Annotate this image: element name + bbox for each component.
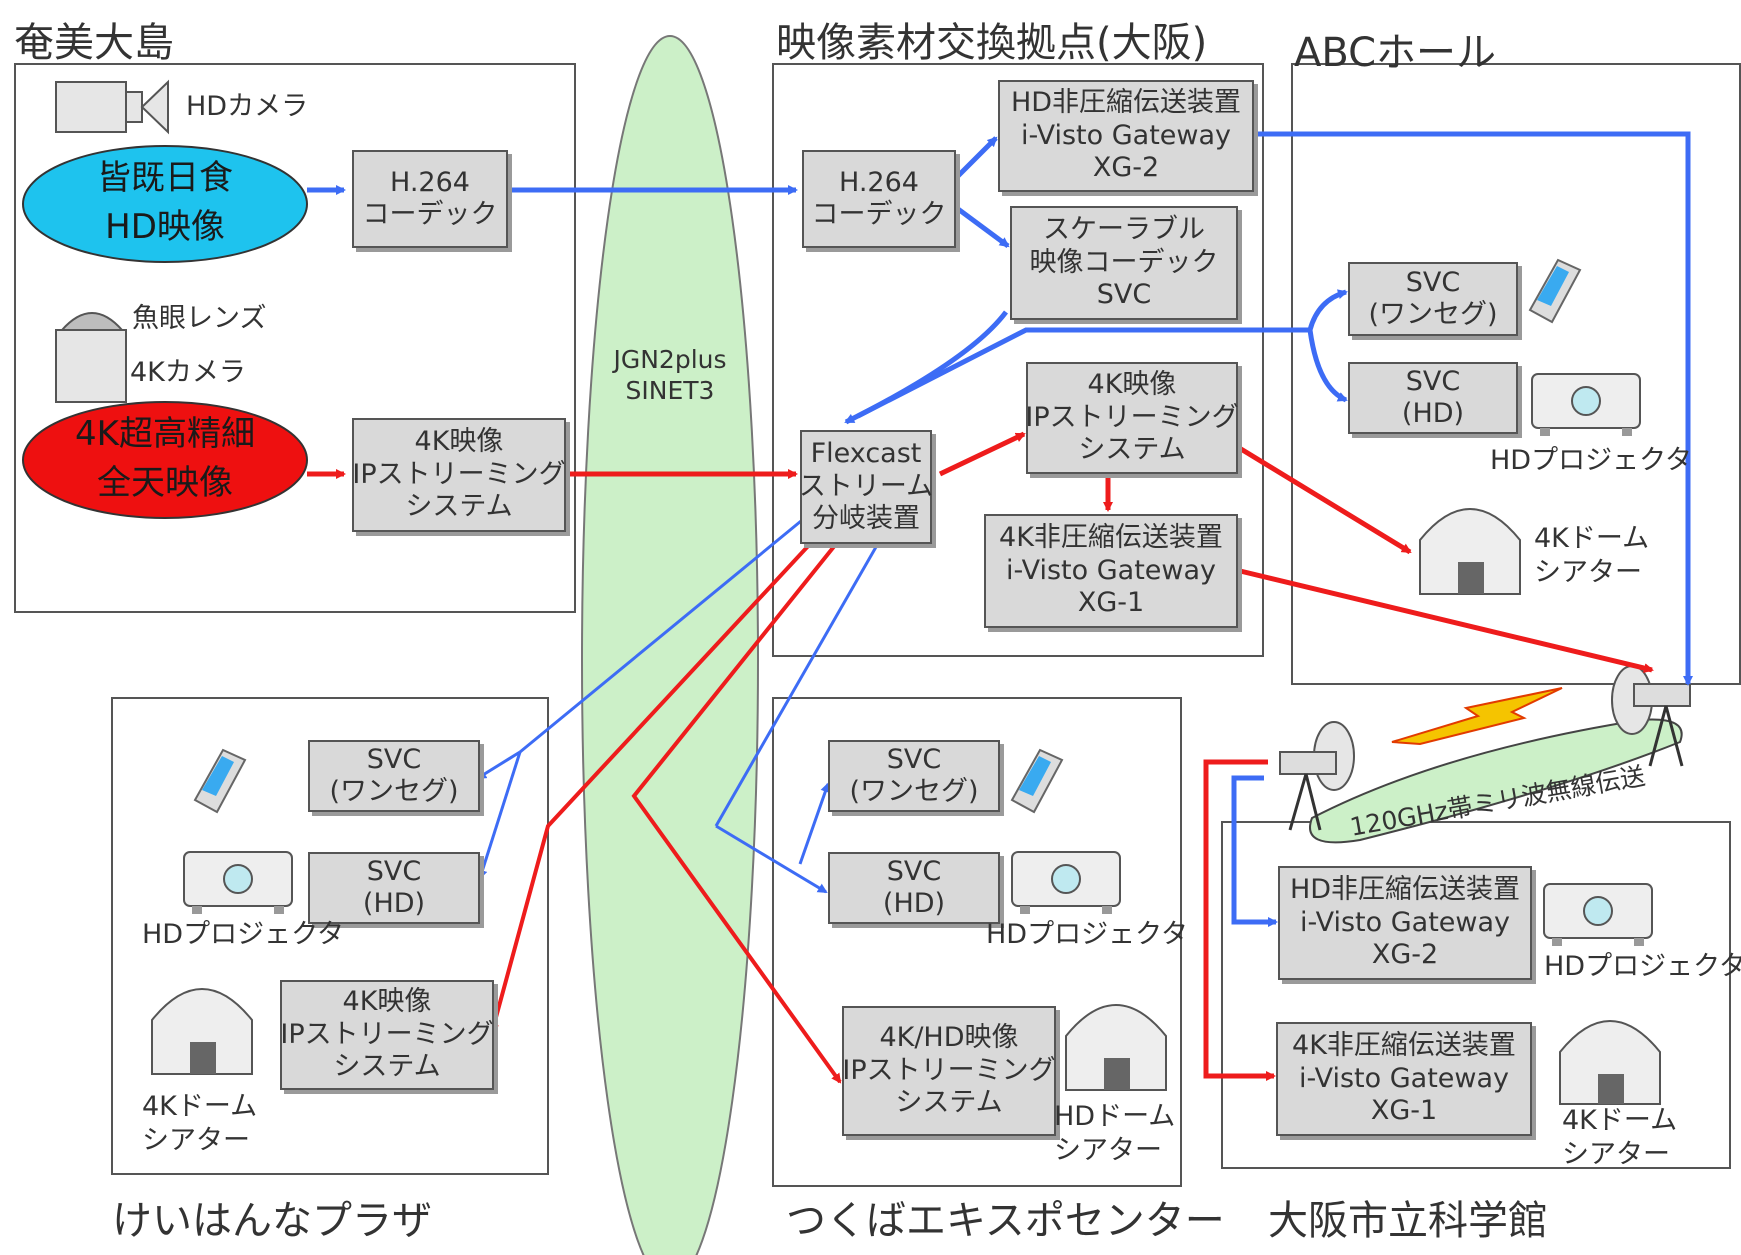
projector-icon — [1543, 883, 1653, 946]
camera-4k-label: 4Kカメラ — [130, 357, 246, 388]
hub-svc-codec: スケーラブル 映像コーデック SVC — [1010, 206, 1238, 320]
mmwave-antenna-icon — [1279, 721, 1355, 831]
keihanna-dome-label: 4Kドーム シアター — [142, 1091, 258, 1156]
tsukuba-svc-hd: SVC (HD) — [828, 852, 1000, 924]
flow-flexcast-to-keihanna-4k — [489, 542, 812, 1034]
flow-tsukuba-hd — [715, 824, 828, 894]
site-label-amami: 奄美大島 — [14, 20, 174, 66]
abc-svc-oneseg: SVC (ワンセグ) — [1348, 262, 1518, 336]
amami-h264-codec: H.264 コーデック — [352, 150, 508, 248]
science-4k-gateway-xg1: 4K非圧縮伝送装置 i-Visto Gateway XG-1 — [1276, 1022, 1532, 1136]
network-label: JGN2plus SINET3 — [613, 345, 727, 406]
science-dome-label: 4Kドーム シアター — [1562, 1105, 1678, 1170]
flow-hd-gateway-to-antenna — [1253, 131, 1693, 686]
hub-hd-gateway-xg2: HD非圧縮伝送装置 i-Visto Gateway XG-2 — [998, 80, 1254, 192]
eclipse-4k-source — [22, 401, 308, 519]
mmwave-antenna-icon — [1611, 665, 1691, 767]
dome-theater-icon — [1065, 1004, 1167, 1091]
flow-keihanna-hd — [477, 751, 522, 880]
abc-svc-hd: SVC (HD) — [1348, 362, 1518, 434]
flow-flexcast-to-tsukuba — [714, 539, 882, 827]
flow-hub-h264-to-hd-gateway — [952, 136, 998, 182]
tsukuba-hd-projector-label: HDプロジェクタ — [986, 919, 1189, 950]
flow-to-abc-hd — [1307, 329, 1348, 403]
science-hd-gateway-xg2: HD非圧縮伝送装置 i-Visto Gateway XG-2 — [1278, 866, 1532, 980]
science-hd-projector-label: HDプロジェクタ — [1544, 951, 1741, 982]
flow-hub-stream-to-abc-dome — [1234, 443, 1412, 555]
tsukuba-frame — [772, 697, 1182, 1187]
tsukuba-dome-label: HDドーム シアター — [1054, 1101, 1176, 1166]
keihanna-svc-hd: SVC (HD) — [308, 852, 480, 924]
flow-flexcast-to-keihanna — [519, 510, 813, 754]
dome-theater-icon — [1559, 1020, 1661, 1105]
hub-h264-codec: H.264 コーデック — [802, 150, 956, 248]
keihanna-4k-streaming-system: 4K映像 IPストリーミング システム — [280, 980, 494, 1090]
network-ellipse — [581, 35, 759, 1255]
flow-svc-to-flexcast — [844, 310, 1008, 425]
projector-icon — [1531, 373, 1641, 436]
eclipse-hd-source — [22, 145, 308, 263]
osaka-science-frame — [1221, 821, 1731, 1169]
projector-icon — [1011, 851, 1121, 914]
osaka-hub-frame — [772, 63, 1264, 657]
site-label-tsukuba: つくばエキスポセンター — [786, 1198, 1225, 1244]
site-label-osaka-science: 大阪市立科学館 — [1268, 1198, 1548, 1244]
flow-4k-gateway-to-antenna — [1235, 567, 1654, 673]
hub-flexcast-splitter: Flexcast ストリーム 分岐装置 — [799, 430, 933, 544]
hub-4k-streaming-system: 4K映像 IPストリーミング システム — [1025, 362, 1239, 474]
video-camera-icon — [55, 79, 169, 135]
dome-theater-icon — [1419, 508, 1521, 595]
keihanna-svc-oneseg: SVC (ワンセグ) — [308, 740, 480, 812]
amami-4k-streaming-system: 4K映像 IPストリーミング システム — [352, 418, 566, 532]
lightning-icon — [1391, 687, 1563, 746]
mobile-phone-icon — [1010, 748, 1064, 814]
fisheye-camera-icon — [55, 312, 127, 403]
tsukuba-4khd-streaming-system: 4K/HD映像 IPストリーミング システム — [842, 1006, 1056, 1136]
flow-keihanna-oneseg — [476, 750, 521, 780]
flow-antenna-to-science-hd-gateway — [1231, 775, 1278, 927]
hd-camera-label: HDカメラ — [186, 91, 309, 122]
flow-to-abc-oneseg — [1307, 289, 1348, 331]
projector-icon — [183, 851, 293, 914]
abc-hall-frame — [1291, 63, 1741, 685]
amami-frame — [14, 63, 576, 613]
hub-4k-gateway-xg1: 4K非圧縮伝送装置 i-Visto Gateway XG-1 — [984, 514, 1238, 628]
keihanna-hd-projector-label: HDプロジェクタ — [142, 919, 345, 950]
keihanna-frame — [111, 697, 549, 1175]
flow-hub-to-abc-svc — [856, 327, 1310, 419]
wireless-link-oval — [1309, 718, 1683, 844]
dome-theater-icon — [151, 988, 253, 1075]
fisheye-lens-label: 魚眼レンズ — [132, 303, 267, 334]
flow-flexcast-to-hub-stream — [938, 431, 1026, 477]
flow-flexcast-to-tsukuba-4k — [631, 542, 842, 1084]
eclipse-hd-label: 皆既日食 HD映像 — [97, 158, 233, 248]
mobile-phone-icon — [1528, 258, 1582, 324]
site-label-abc-hall: ABCホール — [1294, 30, 1497, 76]
flow-tsukuba-oneseg — [798, 782, 831, 865]
mobile-phone-icon — [193, 748, 247, 814]
flow-antenna-to-science-4k-gateway — [1203, 759, 1276, 1081]
site-label-osaka-hub: 映像素材交換拠点(大阪) — [776, 20, 1208, 66]
eclipse-4k-label: 4K超高精細 全天映像 — [75, 414, 255, 504]
tsukuba-svc-oneseg: SVC (ワンセグ) — [828, 740, 1000, 812]
abc-hd-projector-label: HDプロジェクタ — [1490, 445, 1693, 476]
site-label-keihanna: けいはんなプラザ — [112, 1198, 432, 1244]
abc-dome-label: 4Kドーム シアター — [1534, 523, 1650, 588]
flow-hub-h264-to-svc — [952, 203, 1010, 249]
